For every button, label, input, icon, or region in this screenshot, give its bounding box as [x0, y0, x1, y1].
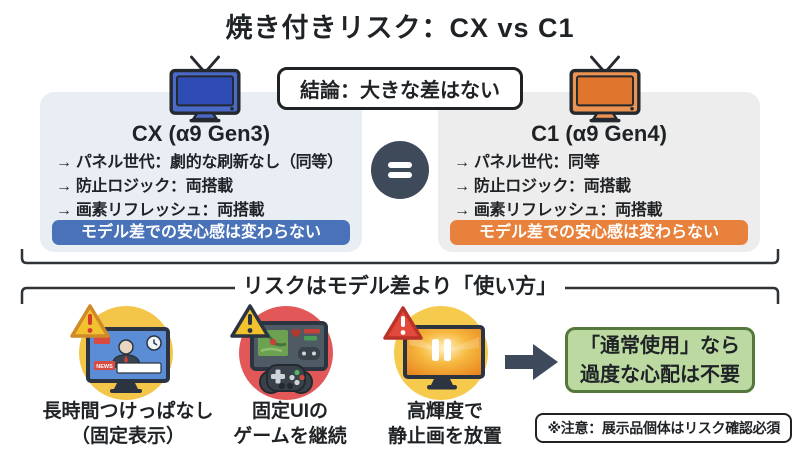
equals-bar — [388, 172, 412, 178]
cx-model-box: CX (α9 Gen3) → パネル世代：劇的な刷新なし（同等） → 防止ロジッ… — [40, 92, 362, 252]
cx-banner: モデル差での安心感は変わらない — [52, 220, 350, 245]
over-bracket-left — [20, 286, 235, 304]
cx-point: → パネル世代：劇的な刷新なし（同等） — [56, 154, 343, 171]
under-bracket — [20, 249, 780, 265]
result-line: 過度な心配は不要 — [580, 364, 740, 386]
caution-note: ※注意：展示品個体はリスク確認必須 — [535, 413, 792, 443]
cx-tv-icon — [169, 55, 241, 123]
result-line: 「通常使用」なら — [580, 335, 740, 357]
caption-line: 固定UIの — [251, 401, 328, 422]
risk-caption-long-hours: 長時間つけっぱなし （固定表示） — [18, 399, 238, 449]
warning-triangle-icon — [70, 304, 110, 338]
cx-point-list: → パネル世代：劇的な刷新なし（同等） → 防止ロジック：両搭載 → 画素リフレ… — [56, 151, 362, 223]
c1-point: → パネル世代：同等 — [454, 154, 600, 171]
c1-point: → 画素リフレッシュ：両搭載 — [454, 202, 663, 219]
news-tv-icon: NEWS — [86, 327, 170, 393]
result-box: 「通常使用」なら 過度な心配は不要 — [565, 327, 755, 393]
equals-icon — [371, 141, 429, 199]
paused-tv-icon — [403, 325, 485, 390]
pause-icon — [432, 339, 451, 361]
news-label: NEWS — [96, 364, 113, 370]
caption-line: 静止画を放置 — [387, 426, 502, 447]
c1-model-name: C1 (α9 Gen4) — [531, 121, 667, 146]
page-title: 焼き付きリスク：CX vs C1 — [225, 13, 575, 43]
risk-caption-bright-static: 高輝度で 静止画を放置 — [335, 399, 555, 449]
risk-caption-game-ui: 固定UIの ゲームを継続 — [180, 399, 400, 449]
bright-static-image-icon — [383, 306, 488, 400]
caption-line: 高輝度で — [406, 401, 483, 422]
arrow-right-icon — [505, 344, 558, 380]
cx-model-name: CX (α9 Gen3) — [131, 121, 271, 146]
caption-line: 長時間つけっぱなし — [42, 401, 214, 422]
gamepad-icon — [259, 364, 313, 394]
section-title: リスクはモデル差より「使い方」 — [242, 275, 558, 298]
c1-banner: モデル差での安心感は変わらない — [450, 220, 748, 245]
game-fixed-ui-icon — [230, 304, 333, 400]
equals-bar — [388, 162, 412, 168]
conclusion-badge: 結論：大きな差はない — [277, 67, 523, 110]
c1-point-list: → パネル世代：同等 → 防止ロジック：両搭載 → 画素リフレッシュ：両搭載 — [454, 151, 760, 223]
over-bracket-right — [565, 286, 780, 304]
cx-point: → 防止ロジック：両搭載 — [56, 178, 233, 195]
game-screen-icon — [250, 321, 328, 371]
cx-point: → 画素リフレッシュ：両搭載 — [56, 202, 265, 219]
c1-model-box: C1 (α9 Gen4) → パネル世代：同等 → 防止ロジック：両搭載 → 画… — [438, 92, 760, 252]
warning-triangle-icon — [383, 306, 423, 340]
c1-point: → 防止ロジック：両搭載 — [454, 178, 631, 195]
warning-triangle-icon — [230, 304, 270, 338]
tv-news-burnin-icon: NEWS — [70, 304, 173, 400]
caption-line: （固定表示） — [70, 426, 185, 447]
caption-line: ゲームを継続 — [233, 426, 347, 447]
c1-tv-icon — [569, 55, 641, 123]
